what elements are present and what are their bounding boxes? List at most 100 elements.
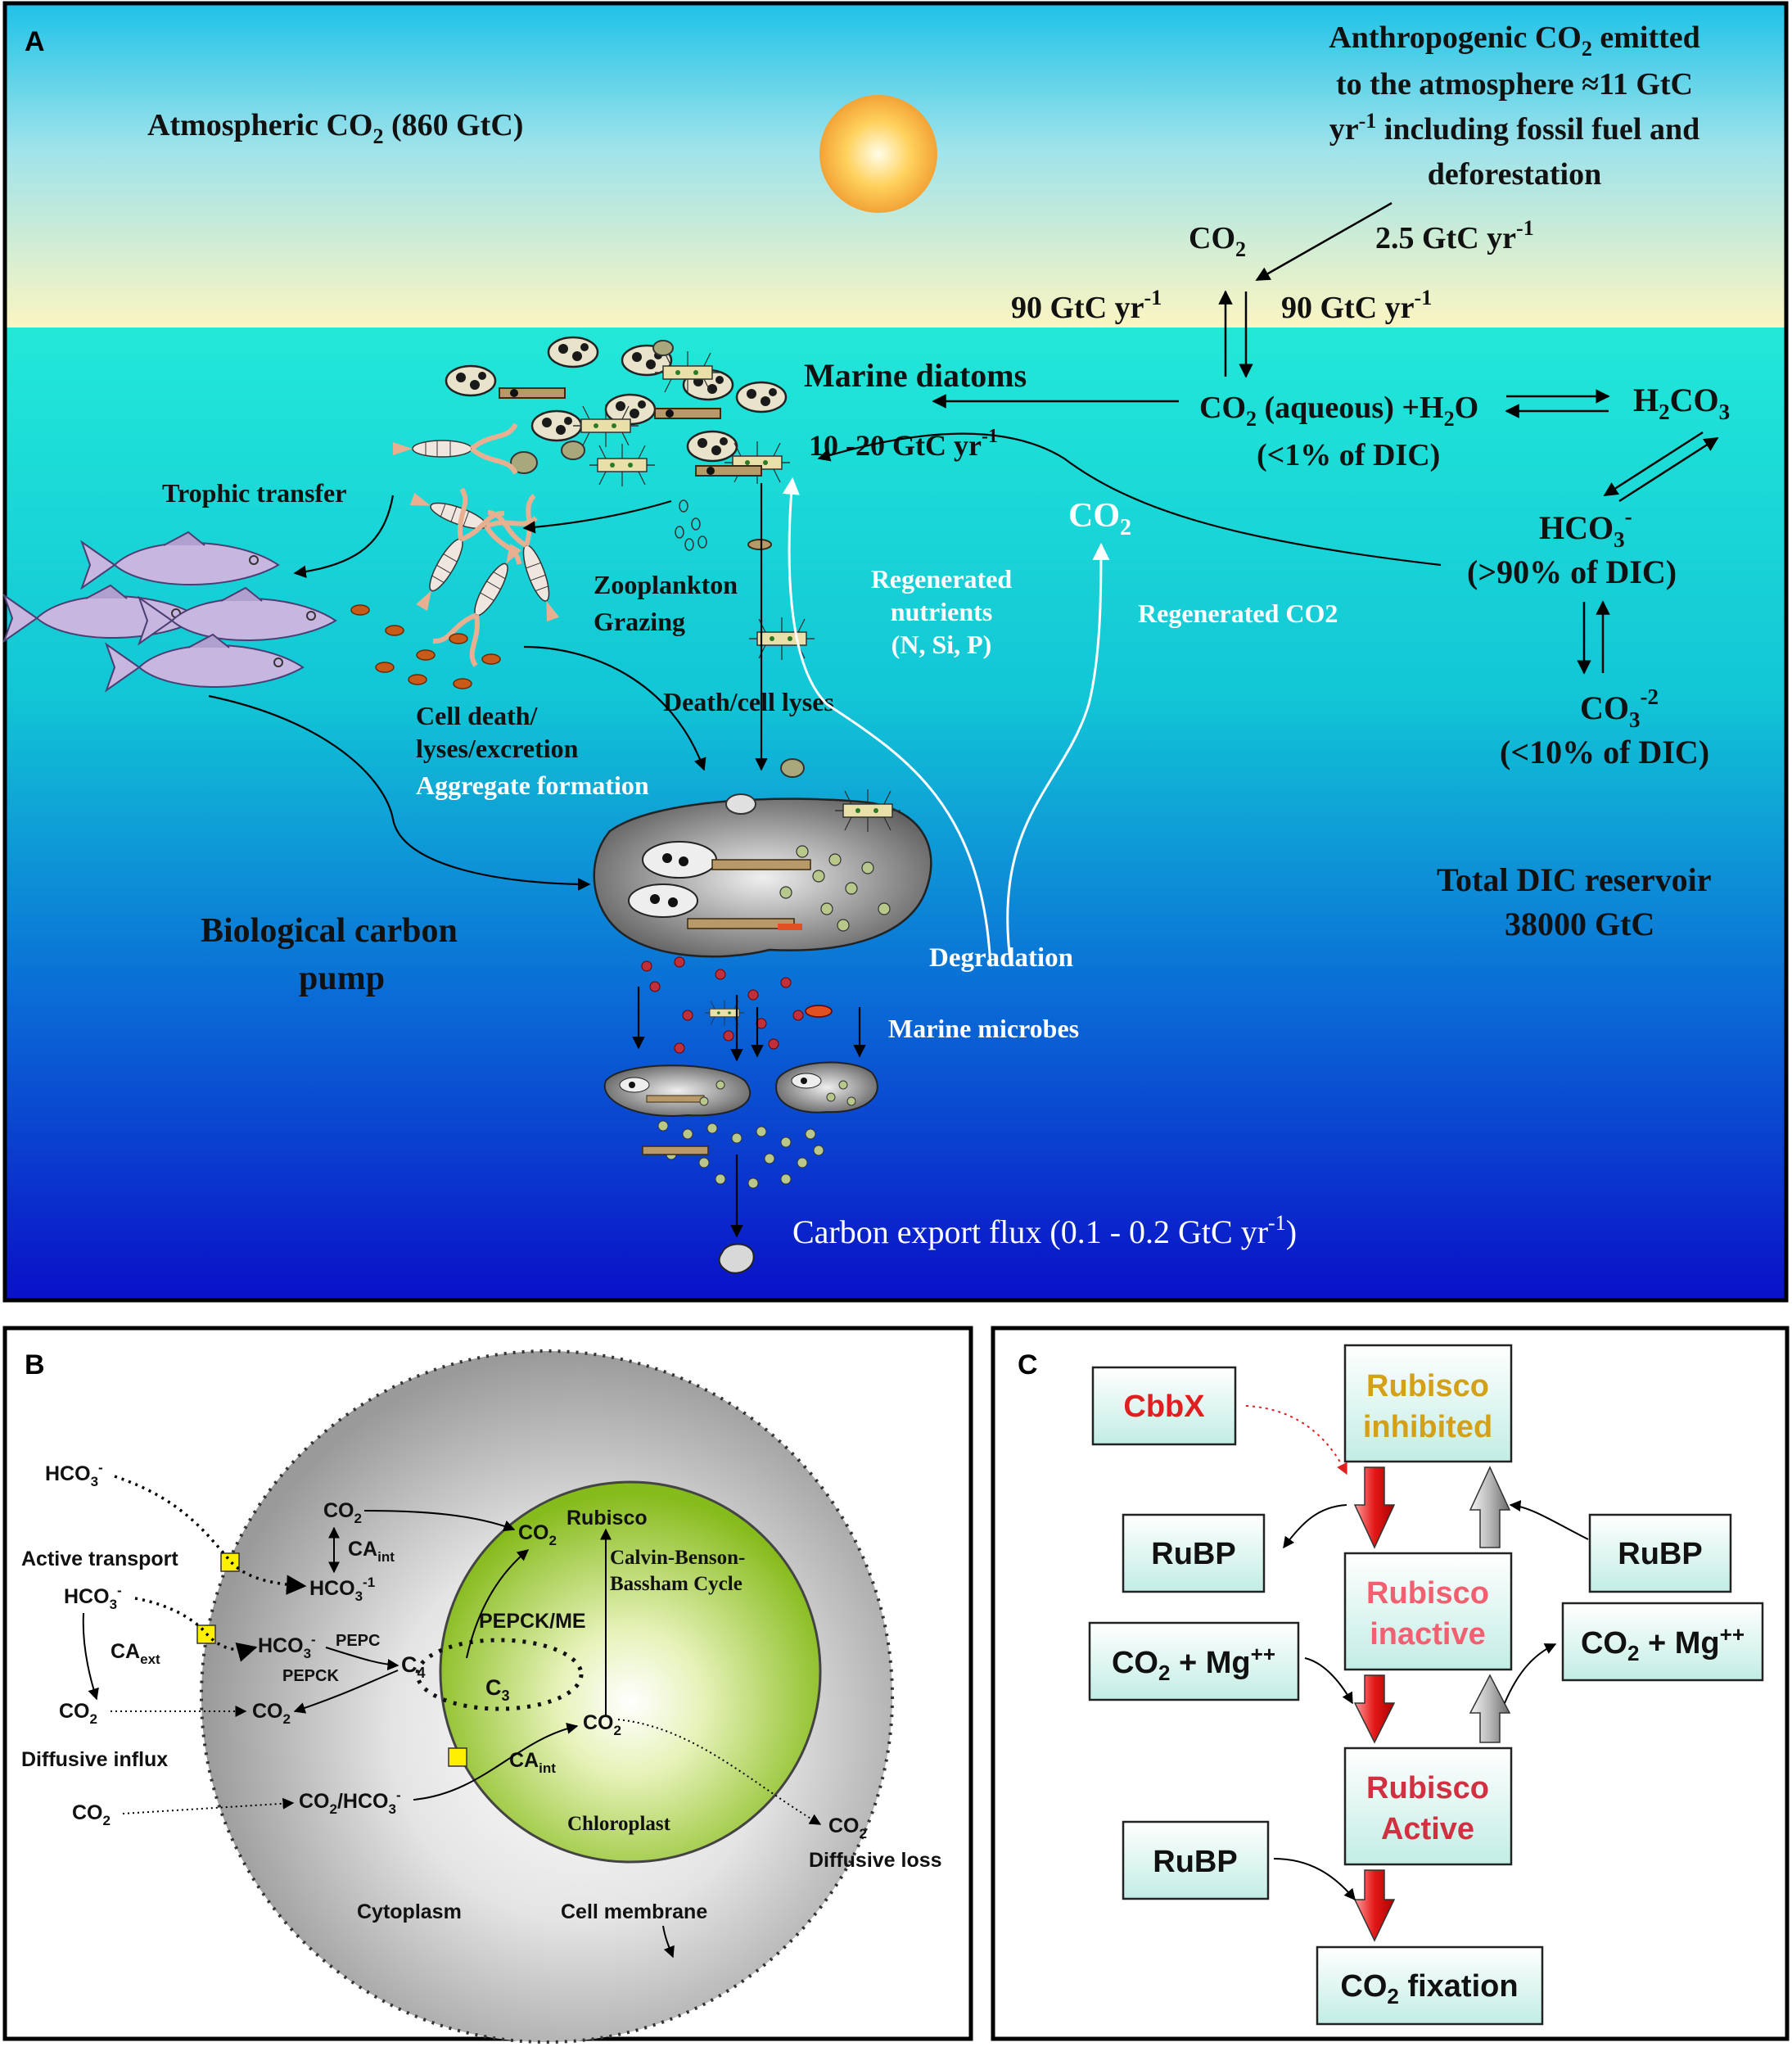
flux-2-5-label: 2.5 GtC yr-1: [1375, 216, 1534, 255]
c4-cycle: [415, 1638, 584, 1711]
panel-c-arrows: [1245, 1405, 1589, 1901]
co2-mg-right-label: CO2 + Mg++: [1581, 1622, 1745, 1665]
co2-fixation-label: CO2 fixation: [1340, 1969, 1518, 2009]
pepck-label: PEPCK: [282, 1667, 339, 1685]
cytoplasm-label: Cytoplasm: [357, 1900, 462, 1923]
cbbx-box: [1091, 1366, 1237, 1446]
diffusive-loss-label: Diffusive loss: [809, 1849, 942, 1872]
co2-regen-arrow: [1006, 542, 1110, 967]
fish-to-aggregate-arrow: [208, 694, 591, 891]
marine-microbes-label: Marine microbes: [888, 1014, 1079, 1043]
pepc-label: PEPC: [336, 1632, 380, 1650]
degradation-label: Degradation: [929, 943, 1073, 973]
rubisco-inactive-line2: inactive: [1370, 1617, 1486, 1652]
co2-lost: CO2: [828, 1814, 867, 1841]
rubisco-active-line1: Rubisco: [1366, 1771, 1489, 1805]
anthropogenic-label: Anthropogenic CO2 emitted to the atmosph…: [1329, 20, 1700, 192]
red-arrow-3: [1353, 1869, 1396, 1942]
marine-diatoms-label: Marine diatoms: [804, 357, 1027, 394]
chloroplast-transporter: [448, 1747, 467, 1767]
c4-label: C4: [401, 1652, 426, 1681]
exported-particle: [718, 1243, 755, 1274]
svg-text:yr-1 including fossil fuel and: yr-1 including fossil fuel and: [1329, 109, 1699, 147]
gray-arrow-2: [1469, 1674, 1511, 1743]
panel-c-letter: C: [1018, 1349, 1038, 1380]
bio-pump-line2: pump: [299, 960, 385, 997]
chl-co2-bottom: CO2: [583, 1711, 621, 1738]
chloroplast-label: Chloroplast: [567, 1813, 671, 1835]
panel-b: B HCO3- Active transport HCO3- CAext CO2…: [2, 1326, 973, 2044]
svg-text:Anthropogenic CO2 emitted: Anthropogenic CO2 emitted: [1329, 20, 1700, 61]
panel-a-frame: [2, 1, 1789, 1303]
small-aggregates: [603, 1061, 878, 1117]
flux-10-20-label: 10 -20 GtC yr-1: [809, 426, 998, 462]
sinking-rod-2: [642, 1146, 709, 1155]
rubp-bottom-label: RuBP: [1153, 1845, 1237, 1879]
cell-death-line2: lyses/excretion: [416, 734, 579, 763]
rubp-right-label: RuBP: [1618, 1537, 1702, 1571]
hco3-label: HCO3-: [1539, 504, 1632, 552]
hco3-pct: (>90% of DIC): [1467, 554, 1677, 590]
c3-label: C3: [485, 1675, 510, 1704]
anthro-arrow: [1255, 201, 1393, 282]
rubisco-label: Rubisco: [566, 1507, 648, 1530]
cyt-hco3-top: HCO3-1: [309, 1575, 375, 1604]
bubbles: [675, 499, 707, 551]
svg-text:to the atmosphere ≈11 GtC: to the atmosphere ≈11 GtC: [1336, 67, 1693, 102]
red-arrow-1: [1353, 1466, 1396, 1549]
svg-text:(N, Si, P): (N, Si, P): [891, 630, 992, 659]
co3-label: CO3-2: [1580, 685, 1659, 732]
hco3-uptake-arrow: [817, 432, 1442, 567]
ca-int-bottom-label: CAint: [509, 1749, 556, 1776]
co2-fixation-box: [1316, 1945, 1544, 2026]
regen-co2-label: Regenerated CO2: [1138, 599, 1338, 628]
total-dic-line2: 38000 GtC: [1505, 906, 1654, 942]
nutrient-regen-arrow: [782, 477, 992, 967]
rubp-left-box: [1122, 1513, 1266, 1593]
rubp-bottom-box: [1122, 1820, 1270, 1900]
death-lyses-label: Death/cell lyses: [663, 687, 834, 716]
ca-int-top-label: CAint: [348, 1538, 395, 1565]
co2-aqueous-label: CO2 (aqueous) +H2O: [1199, 391, 1478, 431]
rubisco-active-line2: Active: [1381, 1812, 1474, 1846]
rubp-right-box: [1588, 1513, 1732, 1593]
aggregate-formation-label: Aggregate formation: [416, 770, 649, 800]
cyt-hco3-mid: HCO3-: [258, 1632, 316, 1661]
total-dic-line1: Total DIC reservoir: [1437, 861, 1712, 898]
svg-text:deforestation: deforestation: [1428, 157, 1602, 192]
red-arrow-2: [1353, 1674, 1396, 1744]
sinking-rod: [747, 539, 772, 550]
chloroplast: [439, 1480, 822, 1864]
flux-90-right-label: 90 GtC yr-1: [1281, 286, 1432, 325]
panel-a: A Atmospheric CO2 (860 GtC) Anthropogeni…: [2, 1, 1789, 1303]
svg-text:Regenerated: Regenerated: [871, 564, 1013, 594]
trophic-transfer-label: Trophic transfer: [162, 478, 346, 508]
cell-death-line1: Cell death/: [416, 701, 539, 730]
diffusive-influx-label: Diffusive influx: [21, 1748, 168, 1771]
h2co3-up-arrow: [1618, 436, 1719, 503]
sinking-cell: [780, 758, 805, 778]
rubp-left-label: RuBP: [1151, 1537, 1235, 1571]
cyt-co2-mid: CO2: [252, 1700, 291, 1727]
cell-membrane-label: Cell membrane: [561, 1900, 707, 1923]
co2-mg-right-box: [1561, 1602, 1764, 1682]
export-flux-label: Carbon export flux (0.1 - 0.2 GtC yr-1): [792, 1211, 1297, 1250]
cbbx-label: CbbX: [1123, 1390, 1205, 1424]
hco3-external-top: HCO3-: [45, 1460, 103, 1489]
flux-90-left-label: 90 GtC yr-1: [1011, 286, 1162, 325]
grazing-arrow: [522, 499, 672, 534]
rubisco-inhibited-box: [1343, 1344, 1513, 1463]
rubisco-inhibited-line2: inhibited: [1363, 1410, 1492, 1444]
h2co3-down-arrow: [1603, 431, 1704, 497]
sinking-particles: [641, 956, 833, 1054]
co2-mg-left-label: CO2 + Mg++: [1112, 1642, 1275, 1685]
co2-atm-label: CO2: [1189, 221, 1246, 261]
active-transport-label: Active transport: [21, 1548, 178, 1570]
co2-aqueous-pct: (<1% of DIC): [1257, 438, 1440, 472]
co3-pct: (<10% of DIC): [1500, 734, 1709, 770]
calvin-line2: Bassham Cycle: [610, 1573, 743, 1595]
h2co3-label: H2CO3: [1633, 382, 1730, 424]
rubisco-inhibited-line1: Rubisco: [1366, 1369, 1489, 1403]
panel-b-letter: B: [25, 1349, 45, 1380]
